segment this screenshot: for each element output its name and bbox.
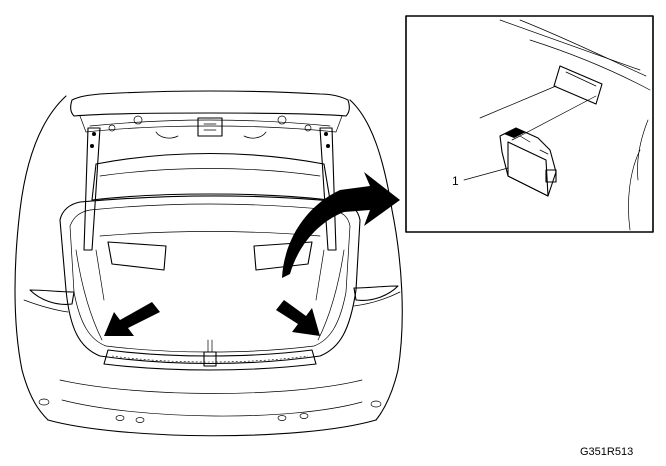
arrow-right-icon xyxy=(276,300,320,336)
trunk-hinges xyxy=(83,127,337,251)
trunk-lid xyxy=(70,90,350,139)
arrow-left-icon xyxy=(104,302,160,336)
lamp-location-arrows xyxy=(104,172,400,336)
callout-number: 1 xyxy=(452,174,459,188)
curved-arrow-icon xyxy=(282,172,400,278)
lamp-assembly xyxy=(499,127,557,197)
detail-inset: 1 xyxy=(405,15,654,233)
trunk-opening xyxy=(59,152,361,371)
figure-code: G351R513 xyxy=(580,446,633,458)
car-rear-body xyxy=(14,95,403,437)
